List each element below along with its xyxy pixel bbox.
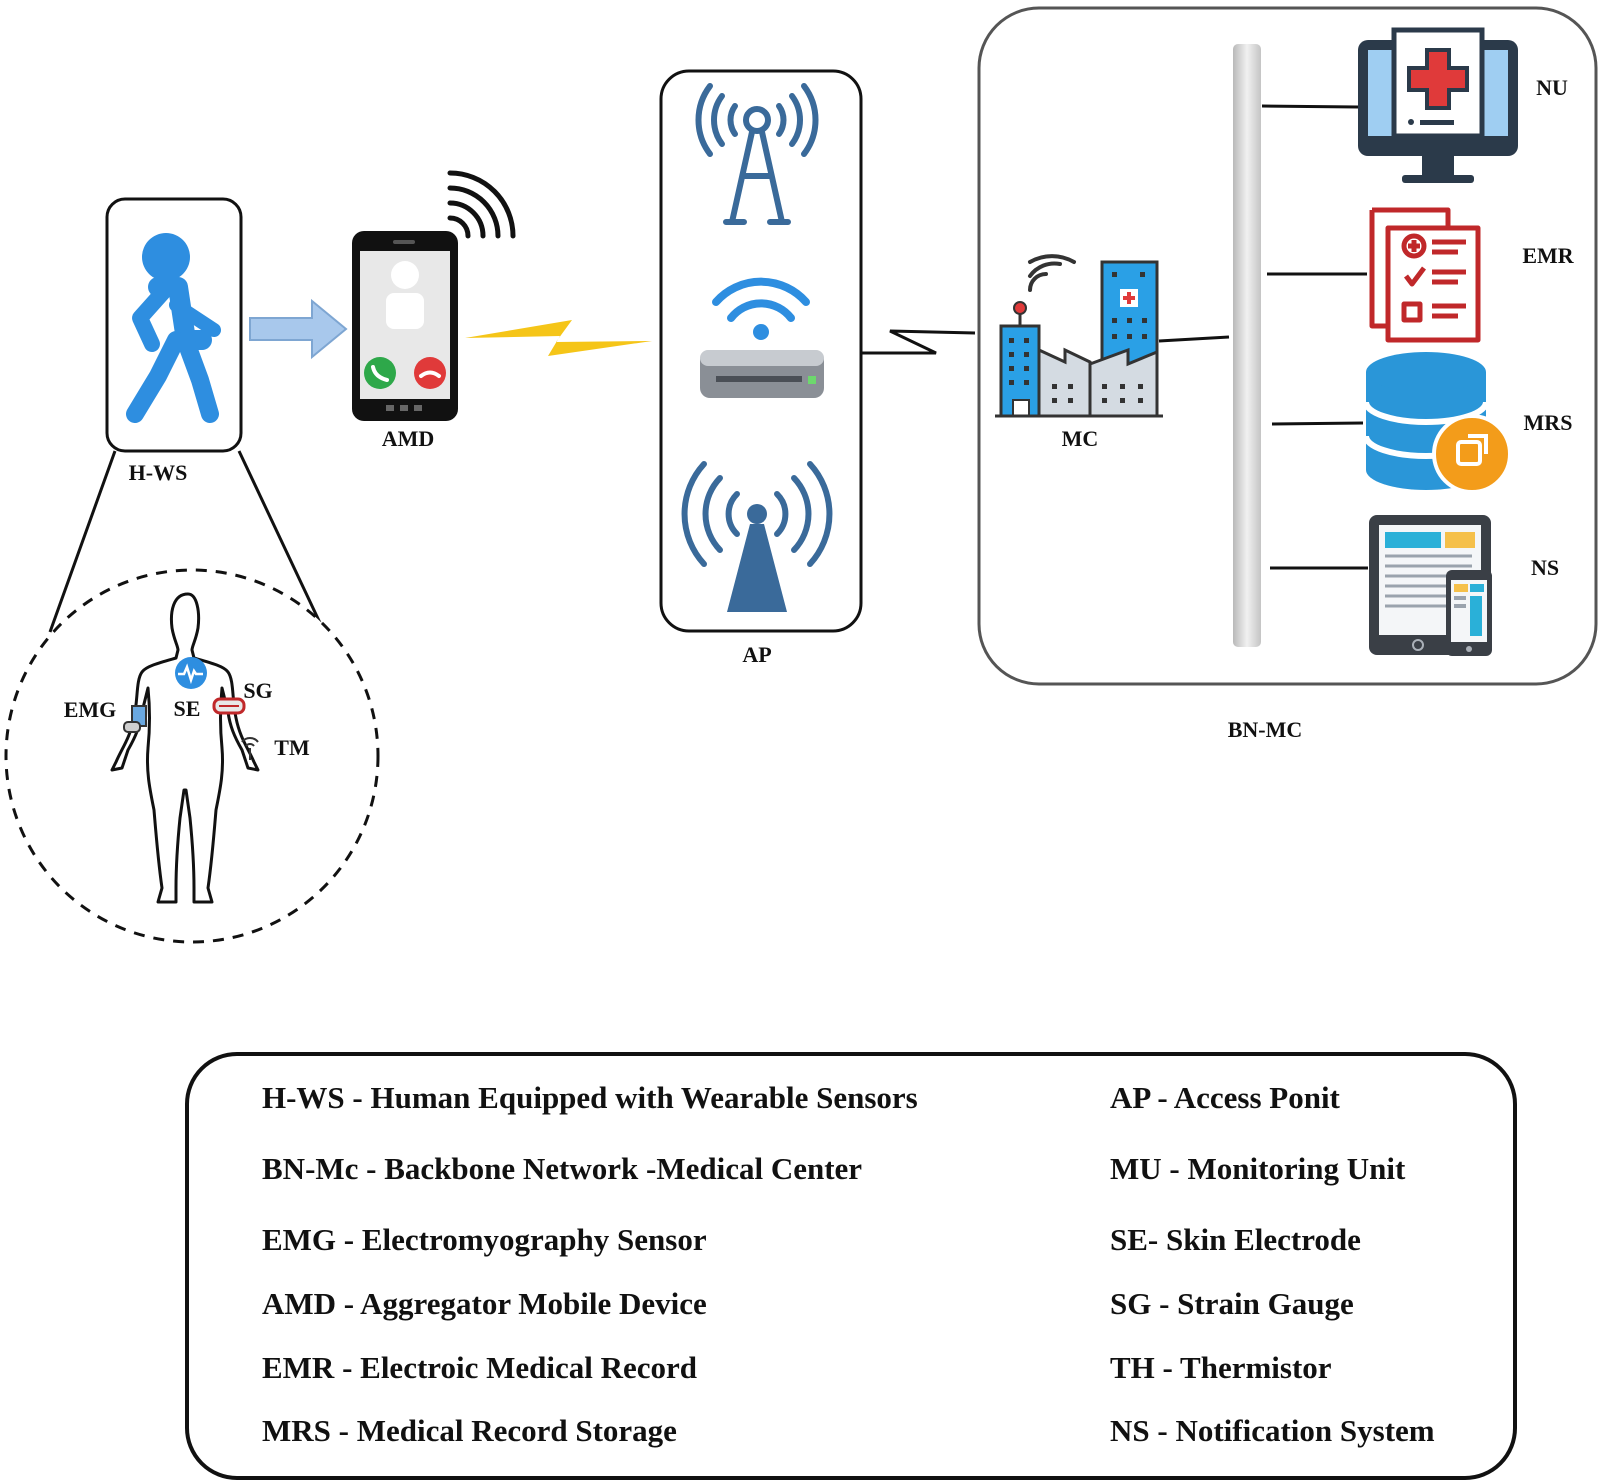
legend-item: EMR - Electroic Medical Record [262, 1350, 697, 1385]
hospital-building-icon [995, 254, 1163, 418]
emg-sensor-icon [123, 705, 147, 733]
emg-label: EMG [64, 697, 117, 722]
ap-node: AP [659, 69, 863, 667]
flow-arrow [249, 298, 348, 360]
wireless-link-lightning [465, 320, 652, 356]
emr-label: EMR [1522, 243, 1574, 268]
wireless-signal-icon [447, 170, 516, 239]
ap-label: AP [742, 642, 771, 667]
antenna-tower-icon [695, 83, 819, 225]
medical-monitor-icon [1358, 27, 1518, 183]
amd-label: AMD [382, 426, 435, 451]
smartphone-icon [352, 231, 458, 421]
legend-item: BN-Mc - Backbone Network -Medical Center [262, 1151, 862, 1186]
bnmc-label: BN-MC [1228, 717, 1303, 742]
amd-node: AMD [352, 170, 516, 451]
sg-label: SG [243, 678, 272, 703]
sensor-zoom: EMG SE SG TM [4, 450, 380, 944]
legend-item: MRS - Medical Record Storage [262, 1413, 677, 1448]
mrs-label: MRS [1524, 410, 1573, 435]
backbone-bus [1233, 44, 1261, 647]
mc-label: MC [1062, 426, 1099, 451]
hws-node: H-WS [105, 197, 243, 485]
bnmc-group: MC NU EMR [977, 6, 1598, 742]
hws-label: H-WS [129, 460, 188, 485]
thermistor-icon [241, 737, 259, 760]
broadcast-antenna-icon [681, 461, 833, 612]
ns-label: NS [1531, 555, 1559, 580]
legend-right-column: AP - Access Ponit MU - Monitoring UnitSE-… [1110, 1080, 1435, 1448]
nu-label: NU [1536, 75, 1568, 100]
legend-item: SG - Strain Gauge [1110, 1286, 1354, 1321]
legend-item: AP - Access Ponit [1110, 1080, 1341, 1115]
tm-label: TM [274, 735, 310, 760]
legend-item: TH - Thermistor [1110, 1350, 1332, 1385]
legend-item: EMG - Electromyography Sensor [262, 1222, 707, 1257]
tablet-phone-icon [1369, 515, 1492, 656]
legend-item: H-WS - Human Equipped with Wearable Sens… [262, 1080, 918, 1115]
skin-electrode-icon [175, 657, 207, 689]
database-icon [1363, 352, 1512, 494]
walking-person-icon [126, 233, 221, 423]
legend-item: SE- Skin Electrode [1110, 1222, 1361, 1257]
legend-item: AMD - Aggregator Mobile Device [262, 1286, 707, 1321]
se-label: SE [174, 696, 201, 721]
strain-gauge-icon [212, 697, 246, 715]
medical-record-icon [1369, 207, 1481, 343]
bus-connectors [1158, 104, 1368, 570]
wifi-router-icon [700, 277, 824, 398]
legend-box: H-WS - Human Equipped with Wearable Sens… [185, 1052, 1517, 1480]
legend-left-column: H-WS - Human Equipped with Wearable Sens… [262, 1080, 918, 1448]
legend-item: NS - Notification System [1110, 1413, 1435, 1448]
backbone-link [861, 329, 976, 355]
legend-item: MU - Monitoring Unit [1110, 1151, 1406, 1186]
